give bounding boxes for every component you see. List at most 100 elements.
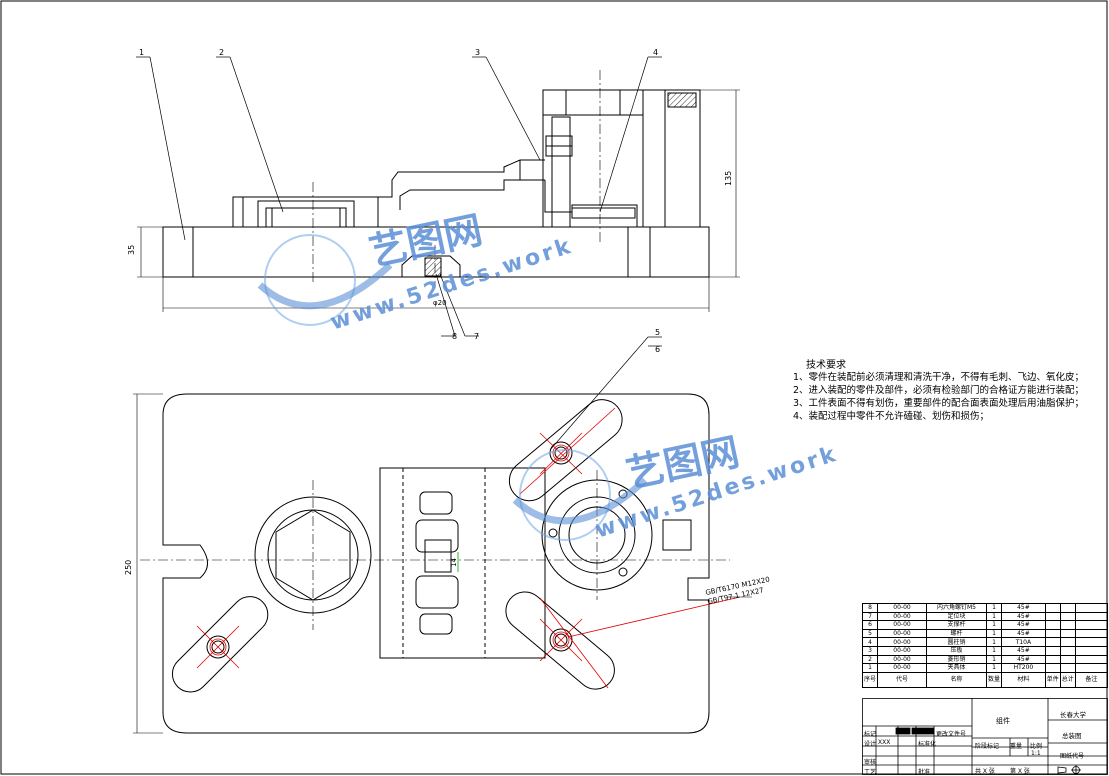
balloon-1: 1	[139, 48, 144, 57]
bom-cell-qty: 1	[986, 628, 1003, 639]
dim-dia20: φ20	[433, 299, 447, 307]
bom-cell-name: 支撑杆	[925, 620, 988, 630]
tech-req-item: 2、进入装配的零件及部件，必须有检验部门的合格证方能进行装配；	[793, 385, 1085, 396]
bom-cell-tw	[1059, 637, 1076, 647]
bom-header-qty: 数量	[986, 671, 1003, 688]
bom-cell-uw	[1044, 663, 1061, 673]
balloon-6: 6	[655, 345, 660, 354]
bom-cell-tw	[1059, 611, 1076, 622]
tb-process-label: 工艺	[864, 769, 877, 776]
bom-cell-qty: 1	[986, 620, 1003, 630]
bom-cell-mat: 45#	[1001, 620, 1046, 630]
tb-approve-label: 批准	[918, 769, 931, 776]
bom-cell-note	[1074, 654, 1109, 665]
tb-school: 长春大学	[1060, 711, 1086, 719]
bom-cell-code: 00-00	[877, 654, 927, 665]
bom-cell-mat: 45#	[1001, 654, 1046, 665]
bom-cell-tw	[1059, 620, 1076, 630]
bom-cell-name: 菱形销	[925, 654, 988, 665]
tb-projection-label: 图纸代号	[1060, 753, 1085, 760]
tb-scale: 1:1	[1031, 750, 1041, 757]
bom-header-code: 代号	[877, 671, 927, 688]
bom-header-name: 名称	[925, 671, 988, 688]
bom-cell-uw	[1044, 654, 1061, 665]
bom-cell-code: 00-00	[877, 628, 927, 639]
tech-req-item: 3、工件表面不得有划伤，重要部件的配合面表面处理后用油脂保护；	[793, 398, 1085, 409]
bom-cell-qty: 1	[986, 603, 1003, 613]
bom-cell-no: 7	[861, 611, 879, 622]
bom-cell-mat: HT200	[1001, 663, 1046, 673]
balloon-8: 8	[452, 332, 457, 341]
tb-doc-type: 总装图	[1062, 732, 1082, 740]
bom-cell-qty: 1	[986, 654, 1003, 665]
bom-cell-qty: 1	[986, 663, 1003, 673]
bom-cell-qty: 1	[986, 611, 1003, 622]
bom-cell-note	[1074, 620, 1109, 630]
bom-cell-uw	[1044, 603, 1061, 613]
bom-cell-note	[1074, 603, 1109, 613]
tb-standard-label: 标准化	[918, 741, 937, 748]
bom-cell-note	[1074, 637, 1109, 647]
bom-cell-tw	[1059, 645, 1076, 656]
tb-drawing-name: 组件	[996, 717, 1010, 725]
dim-250: 250	[124, 560, 133, 575]
bom-cell-mat: T10A	[1001, 637, 1046, 647]
title-block	[862, 698, 1108, 775]
bom-cell-no: 4	[861, 637, 879, 647]
tech-req-item: 4、装配过程中零件不允许磕碰、划伤和损伤；	[793, 411, 990, 422]
bom-cell-mat: 45#	[1001, 603, 1046, 613]
bom-cell-uw	[1044, 611, 1061, 622]
balloon-4: 4	[653, 48, 658, 57]
bom-cell-code: 00-00	[877, 637, 927, 647]
tech-req-title: 技术要求	[806, 360, 846, 371]
bom-cell-tw	[1059, 663, 1076, 673]
bom-cell-tw	[1059, 654, 1076, 665]
bom-cell-code: 00-00	[877, 620, 927, 630]
tb-check-label: 审核	[864, 759, 877, 766]
dim-14: 14	[450, 558, 458, 567]
front-view	[162, 89, 710, 278]
tb-stage-label: 阶段标记	[975, 743, 1000, 750]
bom-cell-name: 内六角螺钉M5	[925, 603, 988, 613]
bom-cell-name: 螺杆	[925, 628, 988, 639]
tech-req-item: 1、零件在装配前必须清理和清洗干净，不得有毛刺、飞边、氧化皮；	[793, 372, 1085, 383]
bom-cell-no: 8	[861, 603, 879, 613]
bom-cell-no: 1	[861, 663, 879, 673]
tb-scale-label: 比例	[1030, 743, 1043, 750]
tb-designer-label: 设计	[864, 741, 877, 748]
bom-cell-tw	[1059, 628, 1076, 639]
bom-cell-no: 2	[861, 654, 879, 665]
bom-cell-uw	[1044, 637, 1061, 647]
bom-cell-qty: 1	[986, 637, 1003, 647]
bom-cell-code: 00-00	[877, 645, 927, 656]
balloon-2: 2	[219, 48, 224, 57]
balloon-3: 3	[475, 48, 480, 57]
balloon-7: 7	[474, 332, 479, 341]
bom-header-mat: 材料	[1001, 671, 1046, 688]
bom-cell-name: 圆柱销	[925, 637, 988, 647]
bom-cell-name: 压板	[925, 645, 988, 656]
bom-cell-mat: 45#	[1001, 628, 1046, 639]
bom-cell-name: 夹具体	[925, 663, 988, 673]
bom-header-row: 序号代号名称数量材料单件总计备注	[861, 671, 1109, 688]
bom-cell-note	[1074, 663, 1109, 673]
bom-cell-mat: 45#	[1001, 611, 1046, 622]
bom-cell-code: 00-00	[877, 663, 927, 673]
bom-cell-code: 00-00	[877, 603, 927, 613]
bom-cell-name: 定位块	[925, 611, 988, 622]
bom-cell-uw	[1044, 628, 1061, 639]
tb-sheet: 第 X 张	[1010, 768, 1030, 775]
bom-cell-note	[1074, 645, 1109, 656]
bom-cell-no: 3	[861, 645, 879, 656]
tb-designer: XXX	[878, 739, 891, 746]
tb-sheets: 共 X 张	[975, 768, 995, 775]
bom-cell-no: 5	[861, 628, 879, 639]
bom-header-no: 序号	[861, 671, 879, 688]
tb-weight-label: 重量	[1010, 743, 1023, 750]
